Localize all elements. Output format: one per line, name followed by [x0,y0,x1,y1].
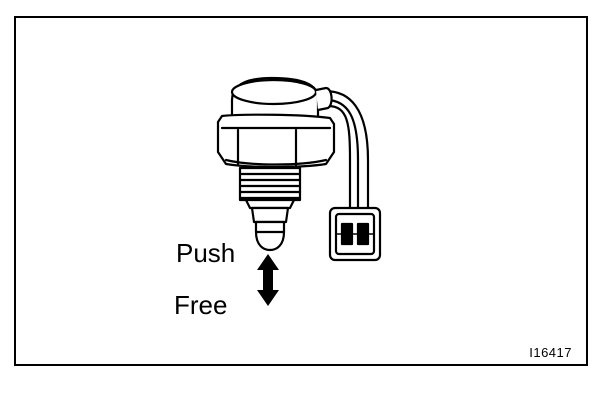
push-label: Push [176,238,236,268]
figure-id: I16417 [529,345,572,360]
connector-plug [328,206,382,262]
double-arrow-icon [257,254,279,306]
free-label: Free [174,290,228,320]
hex-nut [216,113,336,169]
plunger [250,206,290,252]
threaded-shank [238,166,302,210]
